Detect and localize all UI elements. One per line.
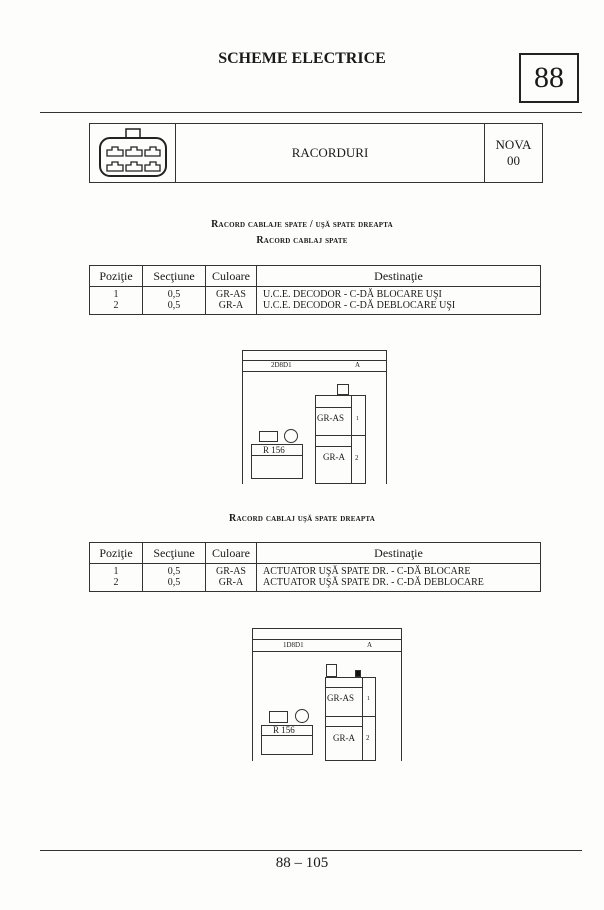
- pin-number: 2: [355, 454, 359, 462]
- col-header: Destinaţie: [256, 265, 541, 287]
- table-header: Poziţie Secţiune Culoare Destinaţie: [89, 542, 541, 564]
- col-header: Poziţie: [89, 542, 143, 564]
- footer-divider: [40, 850, 582, 851]
- pin-number: 2: [366, 734, 370, 742]
- small-rect: [269, 711, 288, 723]
- pin-column: [362, 677, 376, 761]
- page-title: SCHEME ELECTRICE: [218, 50, 386, 67]
- table-header: Poziţie Secţiune Culoare Destinaţie: [89, 265, 541, 287]
- wire-label: GR-AS: [317, 413, 345, 423]
- connector-letter: A: [355, 361, 361, 369]
- wire-label: GR-A: [333, 733, 355, 743]
- col-header: Culoare: [205, 542, 257, 564]
- circle-icon: [295, 709, 309, 723]
- header-divider: [40, 112, 582, 113]
- ref-label: R 156: [273, 725, 295, 735]
- model-name: NOVA: [495, 137, 532, 152]
- pin-column: [351, 395, 366, 484]
- col-header: Culoare: [205, 265, 257, 287]
- connector-icon: [90, 124, 176, 182]
- col-header: Destinaţie: [256, 542, 541, 564]
- col-header: Poziţie: [89, 265, 143, 287]
- chapter-number: 88: [519, 53, 579, 103]
- info-label: RACORDURI: [176, 124, 485, 182]
- wire-label: GR-AS: [327, 693, 355, 703]
- model-version: NOVA 00: [485, 124, 542, 182]
- circle-icon: [284, 429, 298, 443]
- small-rect: [259, 431, 278, 442]
- ref-box: [261, 725, 313, 755]
- page-footer: 88 – 105: [275, 855, 329, 871]
- col-header: Secţiune: [142, 265, 206, 287]
- wire-label: GR-A: [323, 452, 345, 462]
- latch: [337, 384, 349, 395]
- section2-title: Racord cablaj uşă spate dreapta: [229, 513, 375, 524]
- connector-diagram-2: 1D8D1 A GR-AS GR-A 1 2 R 156: [252, 628, 402, 761]
- ref-box: [251, 444, 303, 479]
- section1-subtitle: Racord cablaj spate: [256, 235, 348, 246]
- pin-number: 1: [367, 696, 370, 702]
- connector-letter: A: [367, 641, 373, 649]
- connector-diagram-1: 2D8D1 A GR-AS GR-A 1 2 R 156: [242, 350, 387, 484]
- section1-title: Racord cablaje spate / uşă spate dreapta: [211, 219, 393, 230]
- model-version-number: 00: [507, 153, 520, 168]
- key-marker: [355, 670, 361, 677]
- latch: [326, 664, 337, 677]
- pin-number: 1: [356, 416, 359, 422]
- col-header: Secţiune: [142, 542, 206, 564]
- ref-label: R 156: [263, 445, 285, 455]
- info-box: RACORDURI NOVA 00: [89, 123, 543, 183]
- connector-code: 1D8D1: [283, 641, 304, 649]
- connector-code: 2D8D1: [271, 361, 292, 369]
